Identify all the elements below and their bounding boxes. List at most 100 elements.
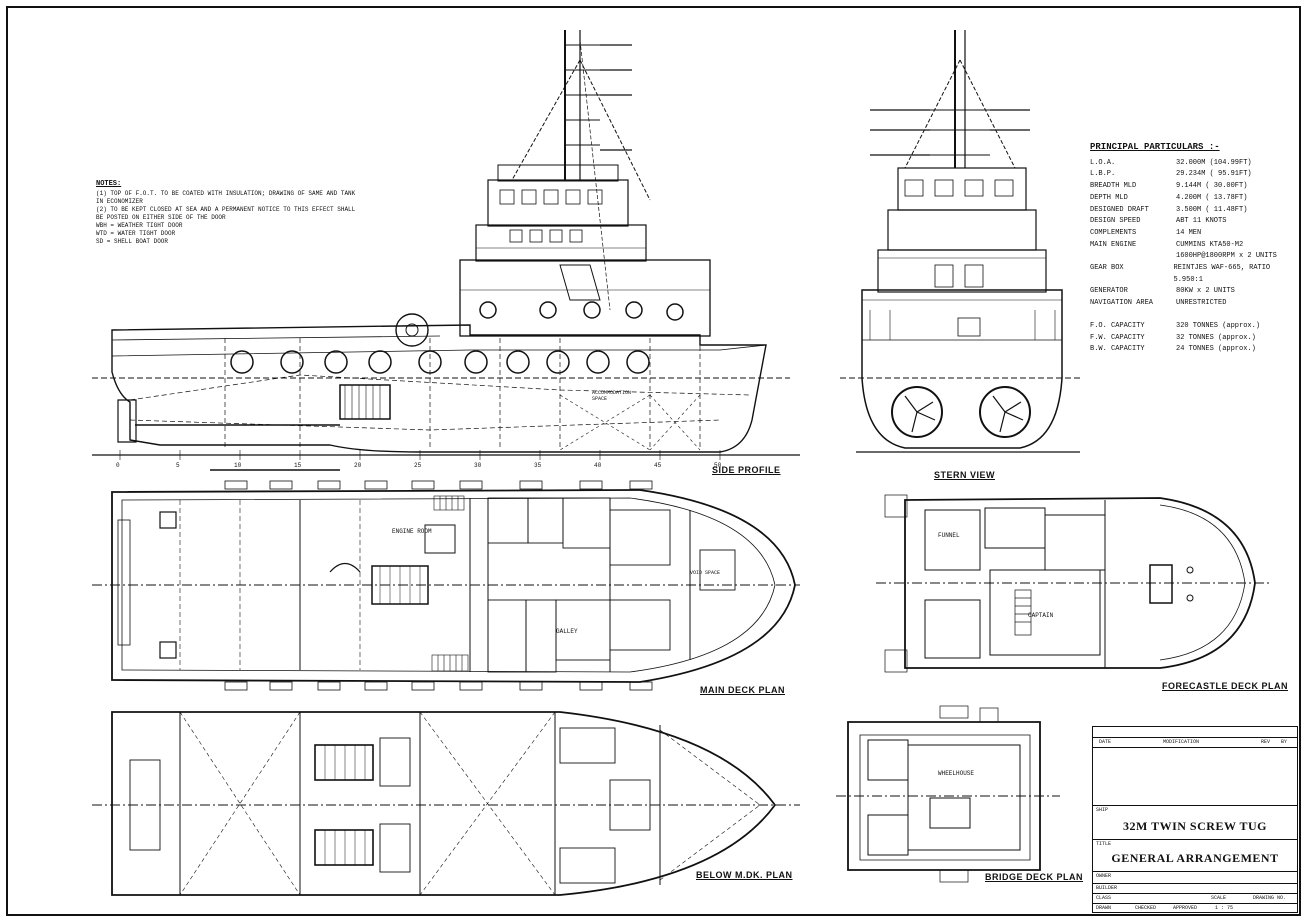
tb-checked-label: CHECKED [1135,905,1157,911]
particular-value: 80KW x 2 UNITS [1176,287,1235,296]
particular-key [1090,251,1176,263]
particular-key: COMPLEMENTS [1090,228,1137,237]
engine-room-label: ENGINE ROOM [392,528,432,535]
svg-text:10: 10 [234,462,242,469]
particular-value: 32.000M (104.99FT) [1176,158,1252,167]
particular-value: 3.500M ( 11.48FT) [1176,205,1248,214]
svg-text:50: 50 [714,462,722,469]
capacity-key: F.O. CAPACITY [1090,321,1145,330]
drawing-sheet-border [6,6,1301,916]
tb-drawn-label: DRAWN [1096,905,1112,911]
particular-key: NAVIGATION AREA [1090,299,1154,308]
particular-value: 14 MEN [1176,228,1202,237]
capacity-value: 24 TONNES (approx.) [1176,345,1256,354]
capacity-value: 320 TONNES (approx.) [1176,321,1261,330]
svg-text:25: 25 [414,462,422,469]
note-item: WBH = WEATHER TIGHT DOOR [96,222,183,229]
particular-key: DEPTH MLD [1090,193,1128,202]
bridge-deck-plan-caption: BRIDGE DECK PLAN [985,872,1084,882]
tb-col-rev: REV [1261,739,1271,745]
particular-value: ABT 11 KNOTS [1176,217,1227,226]
note-item: WTD = WATER TIGHT DOOR [96,230,176,237]
forecastle-deck-plan-view [876,494,1270,673]
tb-title-label: TITLE [1096,841,1112,847]
particular-key: BREADTH MLD [1090,182,1137,191]
drawing-notes: NOTES: (1) TOP OF F.O.T. TO BE COATED WI… [96,180,356,246]
particular-value: CUMMINS KTA50-M2 [1176,240,1244,249]
capacity-row: F.O. CAPACITY 320 TONNES (approx.) [1090,321,1300,333]
below-main-deck-plan-caption: BELOW M.DK. PLAN [696,870,793,880]
particular-row: BREADTH MLD 9.144M ( 30.00FT) [1090,181,1300,193]
svg-text:45: 45 [654,462,662,469]
main-deck-plan-caption: MAIN DECK PLAN [700,685,785,695]
drawing-title: GENERAL ARRANGEMENT [1111,851,1279,865]
tb-ship-label: SHIP [1096,807,1109,813]
tb-scale-label: SCALE [1211,895,1227,901]
particular-row: GEAR BOX REINTJES WAF-665, RATIO 5.950:1 [1090,263,1300,286]
capacity-row: F.W. CAPACITY 32 TONNES (approx.) [1090,333,1300,345]
note-item: (1) TOP OF F.O.T. TO BE COATED WITH INSU… [96,190,356,205]
bridge-deck-plan-view [836,705,1060,883]
svg-text:40: 40 [594,462,602,469]
particular-row: L.B.P. 29.234M ( 95.91FT) [1090,169,1300,181]
tb-class-label: CLASS [1096,895,1112,901]
galley-label: GALLEY [556,628,578,635]
capacity-row: B.W. CAPACITY 24 TONNES (approx.) [1090,344,1300,356]
particular-row: DESIGNED DRAFT 3.500M ( 11.48FT) [1090,205,1300,217]
particular-value: REINTJES WAF-665, RATIO 5.950:1 [1173,264,1271,284]
stern-view-caption: STERN VIEW [934,470,996,480]
svg-text:15: 15 [294,462,302,469]
captain-label: CAPTAIN [1028,612,1054,619]
below-main-deck-plan-view [92,711,800,896]
capacity-value: 32 TONNES (approx.) [1176,333,1256,342]
void-space-label: VOID SPACE [690,570,721,576]
particular-key: DESIGN SPEED [1090,217,1141,226]
tb-col-by: BY [1281,739,1288,745]
notes-title: NOTES: [96,180,122,188]
particular-value: 1600HP@1800RPM x 2 UNITS [1176,252,1277,261]
tb-col-modification: MODIFICATION [1163,739,1200,745]
particular-key: GENERATOR [1090,287,1128,296]
capacity-key: B.W. CAPACITY [1090,345,1145,354]
title-block: DATE MODIFICATION REV BY SHIP 32M TWIN S… [1092,726,1298,913]
particular-row: COMPLEMENTS 14 MEN [1090,228,1300,240]
particular-value: 29.234M ( 95.91FT) [1176,170,1252,179]
ship-name: 32M TWIN SCREW TUG [1122,819,1268,833]
svg-text:20: 20 [354,462,362,469]
note-item: (2) TO BE KEPT CLOSED AT SEA AND A PERMA… [96,206,356,221]
tb-drawing-no-label: DRAWING NO. [1253,895,1287,901]
funnel-label: FUNNEL [938,532,960,539]
particular-row: L.O.A. 32.000M (104.99FT) [1090,158,1300,170]
forecastle-deck-plan-caption: FORECASTLE DECK PLAN [1162,681,1289,691]
particular-value: 9.144M ( 30.00FT) [1176,182,1248,191]
particular-key: L.O.A. [1090,158,1116,167]
principal-particulars-title: PRINCIPAL PARTICULARS :- [1090,142,1220,152]
tb-col-date: DATE [1099,739,1112,745]
accommodation-label: ACCOMMODATION SPACE [592,390,632,402]
side-profile-view [92,30,800,471]
particular-key: L.B.P. [1090,170,1116,179]
main-deck-plan-view [92,480,800,691]
particular-key: DESIGNED DRAFT [1090,205,1149,214]
tb-builder-label: BUILDER [1096,885,1118,891]
svg-text:35: 35 [534,462,542,469]
particular-row: GENERATOR 80KW x 2 UNITS [1090,286,1300,298]
tb-owner-label: OWNER [1096,873,1112,879]
particular-row: DEPTH MLD 4.200M ( 13.78FT) [1090,193,1300,205]
note-item: SD = SHELL BOAT DOOR [96,238,169,245]
particular-row: DESIGN SPEED ABT 11 KNOTS [1090,216,1300,228]
svg-text:5: 5 [176,462,180,469]
tb-approved-label: APPROVED [1173,905,1198,911]
particular-value: 4.200M ( 13.78FT) [1176,193,1248,202]
stern-view [840,30,1080,453]
svg-text:30: 30 [474,462,482,469]
capacity-key: F.W. CAPACITY [1090,333,1145,342]
svg-text:0: 0 [116,462,120,469]
particular-key: GEAR BOX [1090,264,1124,273]
side-profile-caption: SIDE PROFILE [712,465,781,475]
tb-scale-value: 1 : 75 [1215,905,1234,911]
principal-particulars-table: PRINCIPAL PARTICULARS :- L.O.A. 32.000M (… [1090,142,1300,356]
